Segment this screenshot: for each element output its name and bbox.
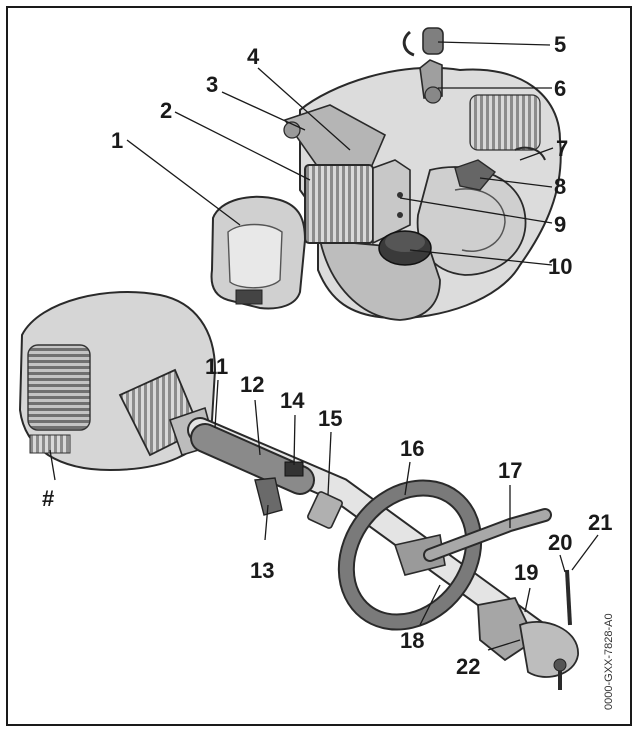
leader-5 — [437, 41, 551, 46]
leader-4 — [257, 67, 351, 151]
part-label-3: 3 — [206, 72, 219, 97]
leader-13 — [264, 504, 269, 541]
leader-9 — [399, 197, 553, 224]
part-label-hash: # — [42, 486, 55, 511]
drive-shaft — [187, 417, 573, 663]
part-label-19: 19 — [514, 560, 539, 585]
leader-11 — [214, 379, 219, 429]
part-label-8: 8 — [554, 174, 567, 199]
gear-head — [477, 569, 579, 690]
leader-14 — [293, 414, 296, 466]
figure-code: 0000-GXX-7828-A0 — [603, 613, 615, 710]
part-label-21: 21 — [588, 510, 613, 535]
leader-12 — [254, 399, 261, 456]
part-label-6: 6 — [554, 76, 567, 101]
engine-closeup — [210, 27, 562, 321]
loop-handle — [337, 479, 552, 631]
leader-1 — [126, 139, 241, 226]
leader-16 — [404, 461, 411, 496]
leader-20 — [559, 554, 566, 573]
part-label-22: 22 — [456, 654, 481, 679]
part-label-10: 10 — [548, 254, 573, 279]
leader-19 — [524, 587, 531, 613]
part-label-13: 13 — [250, 558, 275, 583]
leader-hash — [49, 449, 56, 481]
part-label-20: 20 — [548, 530, 573, 555]
leader-2 — [174, 111, 311, 181]
part-label-11: 11 — [205, 354, 229, 379]
part-label-18: 18 — [400, 628, 425, 653]
powerhead — [18, 291, 217, 472]
leader-15 — [327, 431, 332, 496]
leader-10 — [409, 249, 553, 266]
part-label-17: 17 — [498, 458, 523, 483]
leader-22 — [487, 639, 521, 651]
leader-8 — [479, 177, 553, 188]
leader-lines — [49, 41, 599, 651]
part-label-2: 2 — [160, 98, 173, 123]
part-label-4: 4 — [247, 44, 260, 69]
part-label-14: 14 — [280, 388, 305, 413]
part-label-7: 7 — [556, 136, 569, 161]
part-label-15: 15 — [318, 406, 343, 431]
leader-21 — [571, 534, 599, 571]
leader-3 — [221, 91, 306, 131]
part-label-12: 12 — [240, 372, 265, 397]
leader-7 — [519, 147, 554, 161]
part-label-5: 5 — [554, 32, 567, 57]
part-label-1: 1 — [111, 128, 124, 153]
part-label-16: 16 — [400, 436, 425, 461]
leader-18 — [419, 584, 441, 626]
part-label-9: 9 — [554, 212, 567, 237]
